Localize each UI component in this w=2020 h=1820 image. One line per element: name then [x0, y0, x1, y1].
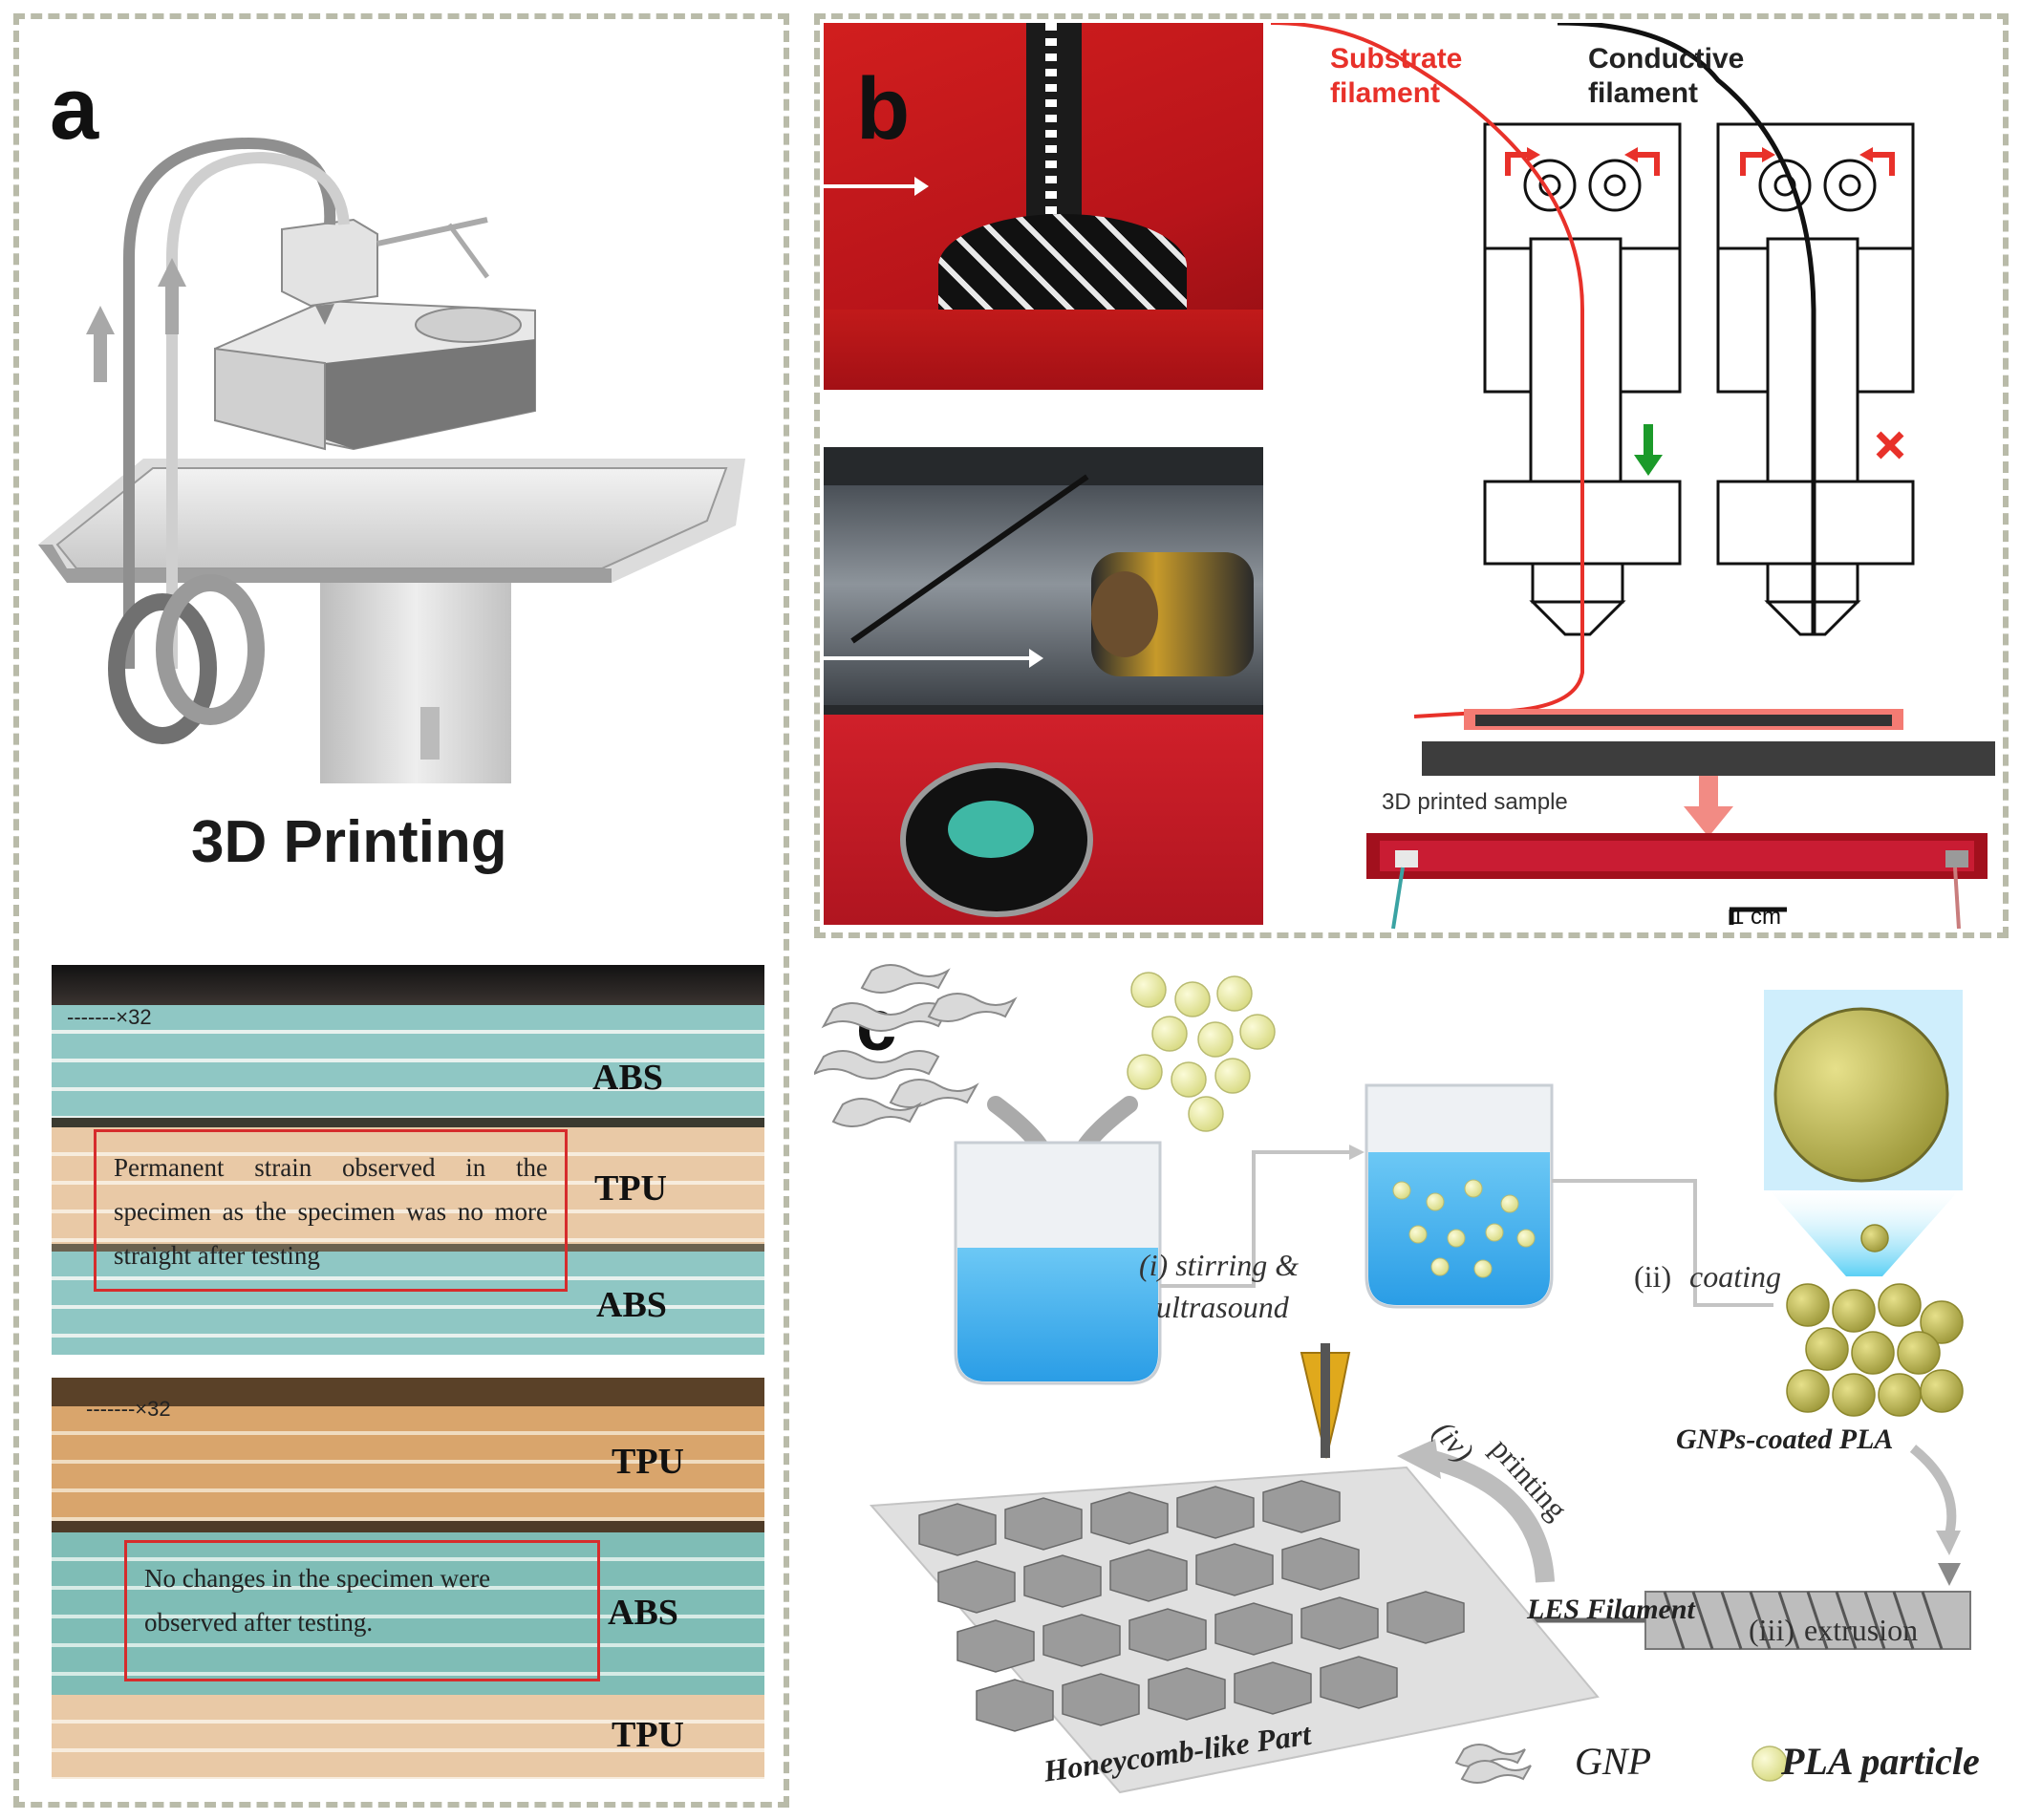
pellet-photo — [824, 23, 1263, 390]
panel-b-label: b — [856, 60, 911, 158]
sample-label: 3D printed sample — [1382, 789, 1568, 815]
micrograph-top-layer-1: ABS — [592, 1058, 663, 1098]
printer-illustration — [38, 137, 745, 783]
micrograph-bottom — [52, 1378, 764, 1779]
micrograph-bottom-note-box: No changes in the specimen were observed… — [124, 1540, 600, 1681]
legend-gnp-label: GNP — [1575, 1740, 1651, 1783]
coated-pla-label: GNPs-coated PLA — [1676, 1424, 1894, 1455]
micrograph-bottom-layer-3: TPU — [612, 1715, 684, 1755]
step2-label-a: (ii) — [1634, 1259, 1672, 1294]
step3-label-b: extrusion — [1804, 1613, 1919, 1647]
les-filament-label: LES Filament — [1527, 1594, 1695, 1625]
micrograph-top-layer-3: ABS — [596, 1285, 667, 1325]
step1-label-b: ultrasound — [1156, 1290, 1289, 1324]
extruder-arrow — [824, 649, 1043, 668]
extruder-photo — [824, 447, 1263, 925]
micrograph-top-scale: -------×32 — [67, 1005, 152, 1029]
dual-extruder-schematic — [1271, 23, 1995, 930]
process-diagram — [814, 964, 1971, 1794]
micrograph-top-note-box: Permanent strain observed in the specime… — [94, 1129, 568, 1292]
micrograph-bottom-note: No changes in the specimen were observed… — [144, 1564, 491, 1637]
micrograph-bottom-layer-1: TPU — [612, 1442, 684, 1482]
micrograph-top-note: Permanent strain observed in the specime… — [114, 1153, 548, 1270]
step3-label-a: (iii) — [1749, 1613, 1794, 1647]
micrograph-bottom-scale: -------×32 — [86, 1397, 171, 1421]
scale-bar-label: 1 cm — [1731, 904, 1782, 930]
micrograph-top — [52, 965, 764, 1355]
pellet-arrow — [824, 177, 929, 196]
panel-b — [814, 13, 2009, 938]
micrograph-top-layer-2: TPU — [594, 1168, 667, 1209]
panel-a — [13, 13, 789, 1808]
conductive-filament-label: Conductive filament — [1588, 43, 1745, 109]
step2-label-b: coating — [1689, 1259, 1781, 1294]
legend-pla-label: PLA particle — [1781, 1740, 1980, 1783]
printer-caption: 3D Printing — [191, 809, 507, 875]
substrate-filament-label: Substrate filament — [1330, 43, 1463, 109]
micrograph-bottom-layer-2: ABS — [608, 1593, 678, 1633]
panel-a-label: a — [50, 60, 99, 158]
step1-label-a: (i) stirring & — [1139, 1248, 1300, 1282]
